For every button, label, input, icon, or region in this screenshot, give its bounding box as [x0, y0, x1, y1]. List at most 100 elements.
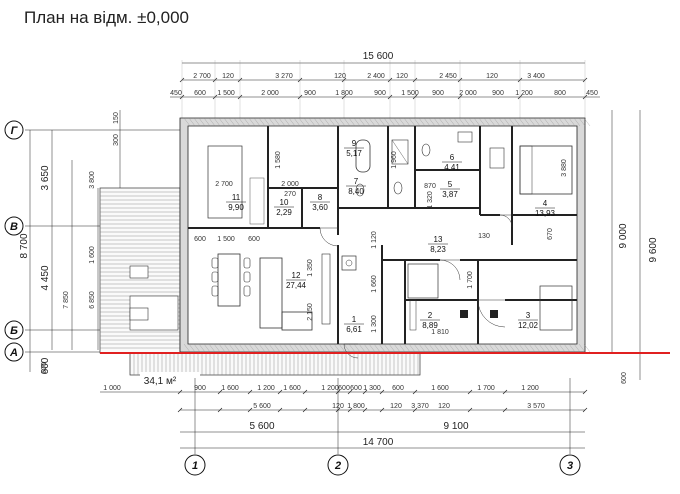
room-number-12: 12 — [292, 271, 301, 280]
interior-walls — [188, 126, 577, 344]
top-dim-r2-3: 2 000 — [261, 90, 279, 97]
doors — [319, 214, 513, 359]
room-number-13: 13 — [434, 235, 443, 244]
bot-dim-r1-10: 1 600 — [431, 385, 449, 392]
left-dim-600: 600 — [40, 357, 51, 374]
top-dim-r2-10: 900 — [492, 90, 504, 97]
top-dim-r1-3: 120 — [334, 73, 346, 80]
right-dim-9600: 9 600 — [648, 237, 659, 262]
left-dim-1600: 1 600 — [89, 246, 96, 264]
top-dim-r2-2: 1 500 — [217, 90, 235, 97]
room-number-8: 8 — [318, 193, 323, 202]
terrace-area: 34,1 м² — [144, 376, 177, 387]
room-area-4: 13,93 — [535, 209, 556, 218]
bot-dim-r2-5: 120 — [438, 403, 450, 410]
bot-dim-r3-1: 9 100 — [443, 421, 468, 432]
top-dimension-lines: 15 600 — [170, 51, 600, 118]
left-dim-3800: 3 800 — [89, 171, 96, 189]
top-dim-r2-0: 450 — [170, 90, 182, 97]
axis-col-1: 1 — [184, 378, 206, 476]
bot-dim-r1-9: 600 — [392, 385, 404, 392]
dining-chair — [243, 285, 251, 297]
bot-dim-r1-7: 600 — [350, 385, 362, 392]
shower — [391, 139, 409, 165]
inner-dimensions: 2 700 1 500 600 600 2 000 270 1 580 1 35… — [194, 151, 568, 336]
kitchen-counter — [249, 177, 265, 225]
bot-dim-r3-0: 5 600 — [249, 421, 274, 432]
left-dim-6850: 6 850 — [89, 291, 96, 309]
svg-text:2 150: 2 150 — [307, 303, 314, 321]
room-number-10: 10 — [280, 198, 289, 207]
dining-chair — [211, 257, 219, 269]
top-dim-r2-6: 900 — [374, 90, 386, 97]
axis-col-2: 2 — [327, 378, 349, 476]
top-dim-r2-9: 2 000 — [459, 90, 477, 97]
left-dim-3650: 3 650 — [40, 165, 51, 190]
bot-dim-r1-11: 1 700 — [477, 385, 495, 392]
room-number-6: 6 — [450, 153, 455, 162]
svg-text:1 660: 1 660 — [371, 275, 378, 293]
dining-chair — [243, 257, 251, 269]
terrace-deck: 34,1 м² — [99, 187, 421, 387]
svg-text:1 700: 1 700 — [467, 271, 474, 289]
svg-text:2: 2 — [334, 460, 341, 472]
bot-dim-r1-4: 1 600 — [283, 385, 301, 392]
kitchen-island — [207, 145, 243, 219]
chair-room3 — [490, 310, 498, 318]
top-dim-r2-7: 1 500 — [401, 90, 419, 97]
bottom-dim-row3: 5 600 9 100 — [249, 421, 468, 432]
left-dim-300: 300 — [113, 134, 120, 146]
left-dim-4450: 4 450 — [40, 265, 51, 290]
bot-dim-r2-0: 5 600 — [253, 403, 271, 410]
svg-text:1 580: 1 580 — [275, 151, 282, 169]
top-dim-r1-6: 2 450 — [439, 73, 457, 80]
room-labels: 16,6128,89312,02413,9353,8764,4178,4083,… — [226, 139, 556, 334]
svg-text:870: 870 — [424, 183, 436, 190]
left-dim-150: 150 — [113, 112, 120, 124]
svg-text:В: В — [10, 221, 18, 233]
room-area-5: 3,87 — [442, 190, 458, 199]
stove — [341, 255, 357, 271]
room-number-5: 5 — [448, 180, 453, 189]
room-number-11: 11 — [232, 193, 241, 202]
room-area-12: 27,44 — [286, 281, 307, 290]
bot-dim-r1-2: 1 600 — [221, 385, 239, 392]
left-dim-8700: 8 700 — [19, 233, 30, 258]
wardrobe-small — [489, 147, 505, 169]
svg-text:1 120: 1 120 — [371, 231, 378, 249]
bot-dim-r1-8: 1 300 — [363, 385, 381, 392]
svg-text:670: 670 — [547, 228, 554, 240]
sink — [457, 131, 473, 143]
room-area-8: 3,60 — [312, 203, 328, 212]
bot-dim-r1-1: 900 — [194, 385, 206, 392]
bed-room2 — [407, 263, 439, 299]
bot-dim-r1-3: 1 200 — [257, 385, 275, 392]
svg-text:Г: Г — [11, 125, 19, 137]
left-dimension-lines: 3 650 4 450 600 8 700 3 800 1 600 6 850 … — [19, 110, 180, 374]
axis-row-v: В — [4, 216, 24, 236]
svg-text:1 320: 1 320 — [427, 191, 434, 209]
svg-text:1 810: 1 810 — [431, 329, 449, 336]
room-number-4: 4 — [543, 199, 548, 208]
room-number-1: 1 — [352, 315, 357, 324]
bot-dim-r1-6: 600 — [338, 385, 350, 392]
wardrobe-room2 — [409, 299, 417, 331]
top-dim-r1-1: 120 — [222, 73, 234, 80]
svg-text:1: 1 — [192, 460, 198, 472]
top-dim-r1-5: 120 — [396, 73, 408, 80]
room-area-9: 5,17 — [346, 149, 362, 158]
svg-text:Б: Б — [10, 325, 18, 337]
top-dim-r1-4: 2 400 — [367, 73, 385, 80]
svg-text:130: 130 — [478, 233, 490, 240]
axis-row-g: Г — [4, 120, 24, 140]
svg-text:600: 600 — [194, 236, 206, 243]
furniture — [207, 131, 573, 331]
top-dim-r2-1: 600 — [194, 90, 206, 97]
svg-text:600: 600 — [41, 362, 48, 374]
bot-dim-r2-6: 3 570 — [527, 403, 545, 410]
svg-text:1 350: 1 350 — [307, 259, 314, 277]
sofa — [259, 257, 283, 329]
